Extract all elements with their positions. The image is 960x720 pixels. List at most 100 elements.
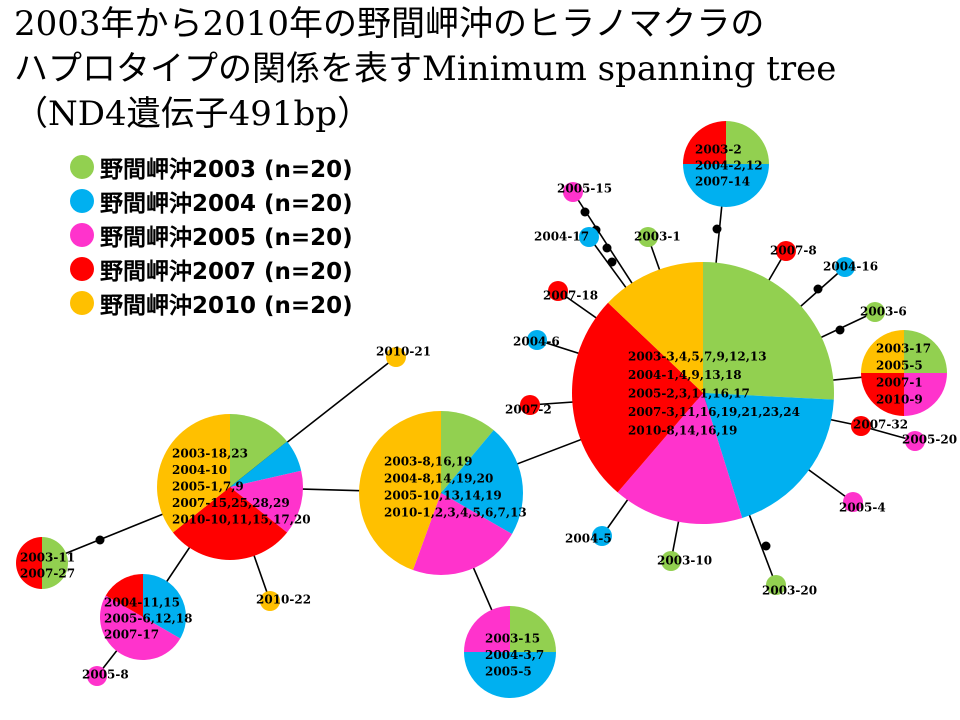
node-label: 2005-5: [485, 665, 532, 679]
node-label: 2007-18: [543, 289, 598, 303]
node-s2004-5: [592, 526, 612, 546]
pie-slice-2005: [464, 606, 510, 652]
node-label: 2010-10,11,15,17,20: [172, 513, 311, 527]
haplotype-dot-2003: [766, 575, 786, 595]
legend-label-2007: 野間岬沖2007 (n=20): [100, 259, 353, 285]
legend-item-2005: 野間岬沖2005 (n=20): [70, 218, 353, 252]
haplotype-dot-2004: [527, 330, 547, 350]
pie-slice-2004: [464, 652, 556, 698]
node-s2007-8: [776, 241, 796, 261]
pie-slice-2004: [703, 393, 834, 518]
node-label: 2004-11,15: [104, 596, 180, 610]
pie-slice-2010: [861, 330, 904, 373]
pie-slice-2003: [230, 414, 288, 487]
node-top: [683, 121, 769, 207]
pie-slice-2004: [683, 164, 769, 207]
node-far-left: [16, 537, 68, 589]
haplotype-dot-2005: [87, 666, 107, 686]
haplotype-dot-2005: [843, 492, 863, 512]
pie-slice-2003: [726, 121, 769, 164]
pie-slice-2005: [617, 393, 743, 524]
node-label: 2003-3,4,5,7,9,12,13: [628, 350, 767, 364]
node-main: [571, 262, 834, 524]
haplotype-dot-2010: [386, 347, 406, 367]
title-line-3: （ND4遺伝子491bp）: [14, 94, 372, 134]
node-label: 2004-1,4,9,13,18: [628, 368, 742, 382]
node-label: 2010-1,2,3,4,5,6,7,13: [384, 506, 527, 520]
node-label: 2003-8,16,19: [384, 455, 472, 469]
node-bl: [99, 573, 187, 661]
legend-item-2007: 野間岬沖2007 (n=20): [70, 252, 353, 286]
node-label: 2005-5: [876, 359, 923, 373]
node-label: 2007-3,11,16,19,21,23,24: [628, 405, 800, 419]
node-s2010-21: [386, 347, 406, 367]
pie-slice-2007: [571, 302, 703, 493]
node-s2003-10: [661, 551, 681, 571]
pie-slice-2005: [412, 493, 513, 575]
node-label: 2003-15: [485, 632, 540, 646]
haplotype-dot-2005: [563, 182, 583, 202]
median-vector-dot: [95, 535, 105, 545]
nodes-layer: [16, 121, 947, 698]
node-label: 2003-17: [876, 342, 931, 356]
haplotype-dot-2003: [638, 227, 658, 247]
pie-slice-2003: [42, 537, 68, 589]
node-s2004-6: [527, 330, 547, 350]
haplotype-dot-2004: [835, 257, 855, 277]
node-label: 2004-6: [513, 335, 560, 349]
pie-slice-2004: [230, 441, 302, 487]
legend-swatch-2003: [70, 155, 94, 179]
node-label: 2007-17: [104, 628, 159, 642]
node-label: 2004-2,12: [695, 159, 763, 173]
node-label: 2010-9: [876, 393, 923, 407]
pie-slice-2007: [172, 487, 288, 560]
node-s2003-1: [638, 227, 658, 247]
pie-slice-2005: [230, 470, 303, 533]
haplotype-dot-2007: [851, 416, 871, 436]
pie-slice-2007: [861, 373, 904, 416]
node-label: 2007-8: [770, 244, 817, 258]
node-s2005-15: [563, 182, 583, 202]
pie-slice-2004: [441, 430, 523, 534]
node-label: 2003-18,23: [172, 447, 248, 461]
node-s2005-20: [905, 431, 925, 451]
pie-slice-2005: [904, 373, 947, 416]
median-vector-dot: [580, 207, 590, 217]
node-s2003-6: [865, 302, 885, 322]
title-line-1: 2003年から2010年の野間岬沖のヒラノマクラの: [14, 4, 765, 44]
node-s2007-2: [520, 395, 540, 415]
node-label: 2005-15: [557, 182, 612, 196]
node-label: 2005-1,7,9: [172, 480, 244, 494]
pie-slice-2003: [441, 411, 494, 493]
median-vector-dot: [712, 224, 722, 234]
node-s2005-4: [843, 492, 863, 512]
node-label: 2004-10: [172, 463, 227, 477]
pie-slice-2003: [510, 606, 556, 652]
haplotype-dot-2003: [865, 302, 885, 322]
legend-item-2010: 野間岬沖2010 (n=20): [70, 286, 353, 320]
pie-slice-2003: [703, 262, 834, 400]
node-label: 2007-14: [695, 175, 750, 189]
page-title: 2003年から2010年の野間岬沖のヒラノマクラの ハプロタイプの関係を表すMi…: [14, 2, 836, 137]
node-label: 2003-10: [657, 554, 712, 568]
legend-swatch-2007: [70, 257, 94, 281]
legend-item-2004: 野間岬沖2004 (n=20): [70, 184, 353, 218]
node-label: 2005-4: [839, 501, 886, 515]
pie-slice-2007: [683, 121, 726, 164]
legend-label-2004: 野間岬沖2004 (n=20): [100, 191, 353, 217]
pie-slice-2010: [157, 414, 230, 533]
node-s2007-18: [548, 281, 568, 301]
pie-slice-2005: [99, 595, 181, 661]
median-vector-dot: [602, 243, 612, 253]
node-label: 2010-22: [256, 593, 311, 607]
haplotype-dot-2003: [661, 551, 681, 571]
node-label: 2004-8,14,19,20: [384, 472, 493, 486]
median-vector-dot: [813, 284, 823, 294]
node-label: 2007-2: [505, 403, 552, 417]
legend-label-2005: 野間岬沖2005 (n=20): [100, 225, 353, 251]
node-label: 2005-6,12,18: [104, 612, 192, 626]
node-label: 2007-32: [853, 418, 908, 432]
median-vector-dot: [761, 541, 771, 551]
node-label: 2004-16: [823, 260, 878, 274]
